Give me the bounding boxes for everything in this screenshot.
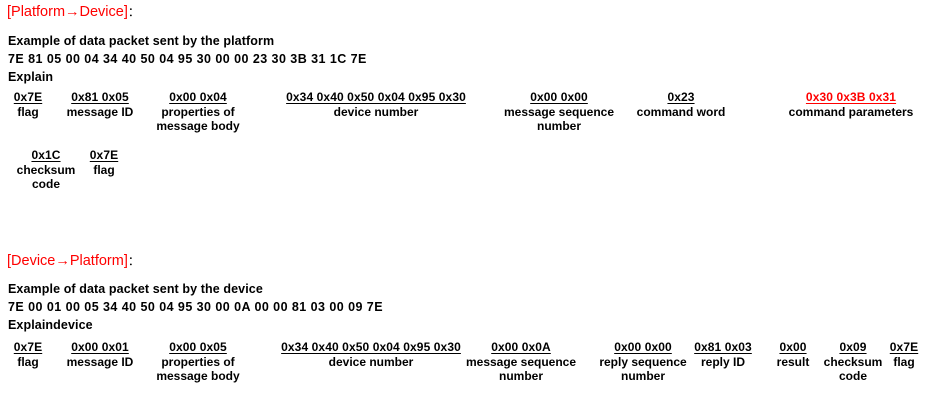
- field-label: properties of message body: [156, 354, 240, 384]
- field-label: flag: [17, 104, 39, 119]
- field-hex: 0x7E: [13, 340, 43, 354]
- field-cell: 0x09 checksum code: [822, 340, 884, 384]
- field-label: reply ID: [700, 354, 745, 369]
- field-label: message ID: [66, 354, 134, 369]
- section-heading-platform-to-device: [Platform→Device]：: [7, 3, 140, 20]
- field-cell: 0x00 0x0A message sequence number: [456, 340, 586, 384]
- field-cell: 0x1C checksum code: [12, 148, 80, 192]
- section-heading-bracket-open: [: [7, 253, 12, 269]
- field-hex: 0x81 0x03: [694, 340, 752, 354]
- field-cell: 0x7E flag: [84, 148, 124, 177]
- field-label: device number: [333, 104, 419, 119]
- field-hex: 0x34 0x40 0x50 0x04 0x95 0x30: [286, 90, 466, 104]
- section-heading-text: Platform→Device: [11, 4, 124, 20]
- packet-caption-platform: Example of data packet sent by the platf…: [8, 34, 275, 48]
- field-cell: 0x00 0x01 message ID: [54, 340, 146, 369]
- field-cell: 0x00 0x04 properties of message body: [144, 90, 252, 134]
- field-hex: 0x00 0x04: [169, 90, 227, 104]
- packet-hexdump-device: 7E 00 01 00 05 34 40 50 04 95 30 00 0A 0…: [8, 300, 383, 314]
- field-hex: 0x00: [779, 340, 807, 354]
- field-hex: 0x7E: [89, 148, 119, 162]
- field-label: result: [776, 354, 810, 369]
- field-hex: 0x81 0x05: [71, 90, 129, 104]
- packet-caption-device: Example of data packet sent by the devic…: [8, 282, 263, 296]
- field-label: message sequence number: [465, 354, 577, 384]
- field-cell: 0x81 0x05 message ID: [54, 90, 146, 119]
- field-hex: 0x00 0x01: [71, 340, 129, 354]
- field-label: device number: [328, 354, 414, 369]
- field-cell: 0x00 result: [768, 340, 818, 369]
- field-hex: 0x34 0x40 0x50 0x04 0x95 0x30: [281, 340, 461, 354]
- field-hex: 0x00 0x00: [614, 340, 672, 354]
- field-hex: 0x00 0x05: [169, 340, 227, 354]
- packet-hexdump-platform: 7E 81 05 00 04 34 40 50 04 95 30 00 00 2…: [8, 52, 367, 66]
- field-cell: 0x7E flag: [4, 90, 52, 119]
- field-hex: 0x00 0x0A: [491, 340, 551, 354]
- field-label: command parameters: [788, 104, 914, 119]
- field-label: checksum code: [823, 354, 883, 384]
- field-cell: 0x00 0x00 message sequence number: [494, 90, 624, 134]
- explain-label-device: Explaindevice: [8, 318, 93, 332]
- field-hex: 0x00 0x00: [530, 90, 588, 104]
- field-hex: 0x09: [839, 340, 867, 354]
- section-heading-text: Device→Platform: [11, 253, 124, 269]
- field-cell: 0x34 0x40 0x50 0x04 0x95 0x30 device num…: [252, 340, 490, 369]
- field-cell: 0x81 0x03 reply ID: [678, 340, 768, 369]
- field-label: flag: [17, 354, 39, 369]
- section-heading-colon: ：: [127, 254, 140, 268]
- field-hex: 0x23: [667, 90, 695, 104]
- field-hex: 0x7E: [889, 340, 919, 354]
- field-label: message ID: [66, 104, 134, 119]
- field-label: flag: [893, 354, 915, 369]
- field-cell-highlighted: 0x30 0x3B 0x31 command parameters: [784, 90, 918, 119]
- field-cell: 0x34 0x40 0x50 0x04 0x95 0x30 device num…: [256, 90, 496, 119]
- section-heading-bracket-close: ]: [123, 253, 128, 269]
- section-heading-bracket-open: [: [7, 4, 12, 20]
- section-heading-device-to-platform: [Device→Platform]：: [7, 252, 140, 269]
- explain-label-platform: Explain: [8, 70, 54, 84]
- field-label: properties of message body: [156, 104, 240, 134]
- field-hex: 0x7E: [13, 90, 43, 104]
- field-cell: 0x23 command word: [626, 90, 736, 119]
- field-cell: 0x7E flag: [4, 340, 52, 369]
- field-label: flag: [93, 162, 115, 177]
- field-hex-highlighted: 0x30 0x3B 0x31: [805, 90, 897, 104]
- field-cell: 0x00 0x00 reply sequence number: [588, 340, 698, 384]
- field-hex: 0x1C: [31, 148, 61, 162]
- section-heading-bracket-close: ]: [123, 4, 128, 20]
- field-cell: 0x7E flag: [884, 340, 924, 369]
- field-label: command word: [636, 104, 726, 119]
- field-label: message sequence number: [503, 104, 615, 134]
- section-heading-colon: ：: [127, 5, 140, 19]
- field-label: reply sequence number: [599, 354, 687, 384]
- field-cell: 0x00 0x05 properties of message body: [144, 340, 252, 384]
- field-label: checksum code: [16, 162, 76, 192]
